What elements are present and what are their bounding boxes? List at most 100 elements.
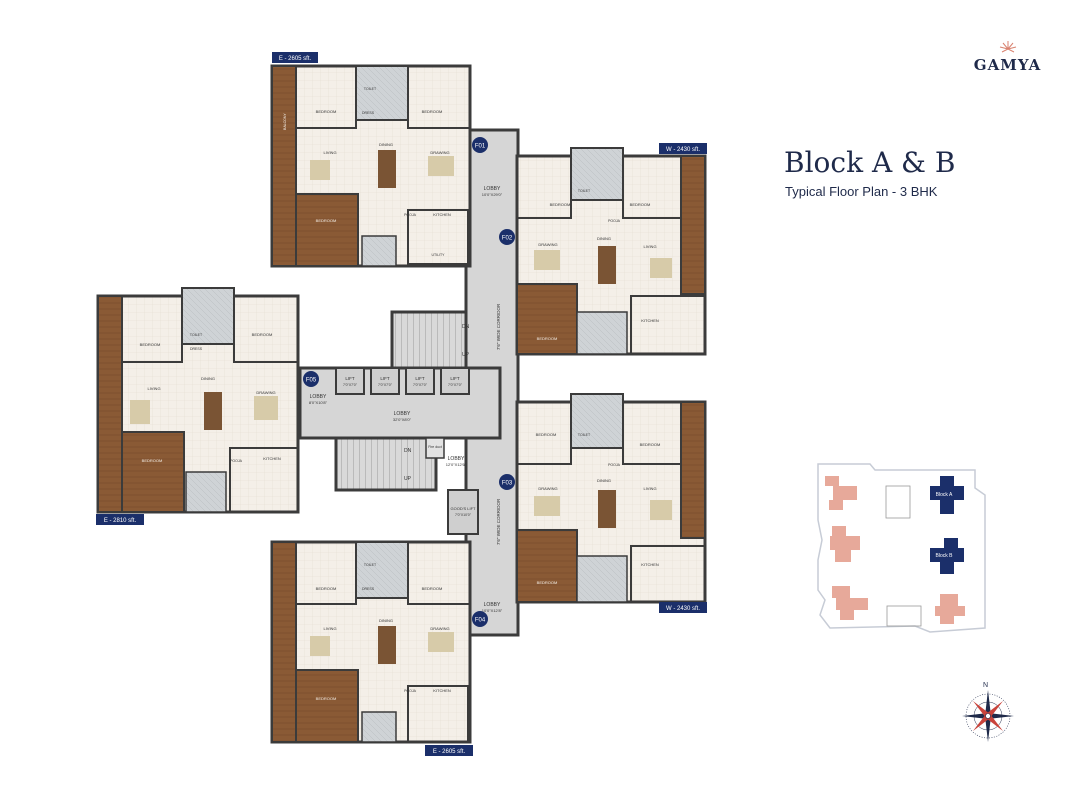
lift-label-3: LIFT — [415, 376, 425, 381]
corridor-upper-label: 7'6" WIDE CORRIDOR — [496, 303, 501, 350]
lift-4 — [440, 367, 470, 395]
key-plan-block-a-label: Block A — [936, 492, 953, 498]
f05-dining-label: DINING — [201, 376, 215, 381]
page-title: Block A & B — [784, 146, 956, 179]
marker-f03: F03 — [502, 481, 513, 487]
area-tag-f02: W - 2430 sft. — [666, 147, 700, 153]
lobby-top-label: LOBBY — [484, 186, 501, 192]
f03-bedroom2-label: BEDROOM — [640, 442, 661, 447]
lift-size-2: 7'0"X7'0" — [378, 383, 393, 387]
f03-kitchen-label: KITCHEN — [641, 562, 659, 567]
lobby-center-size: 32'0"X8'0" — [393, 417, 412, 422]
page-subtitle: Typical Floor Plan - 3 BHK — [785, 184, 938, 199]
goods-lift — [447, 489, 479, 535]
lobby-top-size: 10'0"X29'0" — [482, 192, 503, 197]
fire-duct — [425, 437, 445, 459]
flat-f01: BEDROOM BEDROOM TOILET DRESS LIVING DINI… — [270, 64, 472, 268]
f04-toilet-label: TOILET — [364, 563, 377, 567]
f01-balcony-label: BALCONY — [283, 113, 287, 130]
lift-size-4: 7'0"X7'0" — [448, 383, 463, 387]
f04-bedroom2-label: BEDROOM — [422, 586, 443, 591]
f02-master-bedroom-label: BEDROOM — [537, 336, 558, 341]
f04-drawing-label: DRAWING — [430, 626, 449, 631]
corridor-lower-label: 7'6" WIDE CORRIDOR — [496, 498, 501, 545]
sunburst-icon — [999, 41, 1016, 53]
f03-drawing-label: DRAWING — [538, 486, 557, 491]
area-tag-f05: E - 2810 sft. — [104, 518, 137, 524]
lift-label-4: LIFT — [450, 376, 460, 381]
lift-2 — [370, 367, 400, 395]
f02-living-label: LIVING — [643, 244, 656, 249]
f01-toilet-label: TOILET — [364, 87, 377, 91]
marker-f05: F05 — [306, 378, 317, 384]
flat-f05: BEDROOM BEDROOM TOILET DRESS DINING LIVI… — [96, 287, 300, 514]
f01-bedroom2-label: BEDROOM — [422, 109, 443, 114]
lobby-right-label: LOBBY — [448, 456, 465, 462]
f02-kitchen-label: KITCHEN — [641, 318, 659, 323]
area-tag-f01: E - 2605 sft. — [279, 56, 312, 62]
upper-staircase — [390, 310, 468, 370]
area-tag-f03: W - 2430 sft. — [666, 606, 700, 612]
key-plan-tower-b — [830, 526, 860, 562]
f01-living-label: LIVING — [323, 150, 336, 155]
brand-name: GAMYA — [973, 56, 1042, 74]
f04-living-label: LIVING — [323, 626, 336, 631]
f02-toilet-label: TOILET — [578, 189, 591, 193]
f05-master-bedroom-label: BEDROOM — [142, 458, 163, 463]
f05-pooja-label: POOJA — [230, 459, 243, 463]
f01-kitchen-label: KITCHEN — [433, 212, 451, 217]
central-core: LIFT 7'0"X7'0" LIFT 7'0"X7'0" LIFT 7'0"X… — [298, 128, 520, 637]
key-plan-block-a — [930, 476, 964, 514]
f02-drawing-label: DRAWING — [538, 242, 557, 247]
f02-dining-label: DINING — [597, 236, 611, 241]
flat-f02: BEDROOM BEDROOM TOILET DINING DRAWING LI… — [515, 147, 707, 356]
goods-lift-size: 7'0"X10'0" — [455, 513, 472, 517]
lobby-left-label: LOBBY — [310, 394, 327, 400]
compass-north-label: N — [983, 682, 989, 689]
f01-bedroom-label: BEDROOM — [316, 109, 337, 114]
stair-dn-lower: DN — [404, 448, 412, 454]
f05-kitchen-label: KITCHEN — [263, 456, 281, 461]
f03-master-bedroom-label: BEDROOM — [537, 580, 558, 585]
f01-dining-label: DINING — [379, 142, 393, 147]
f03-living-label: LIVING — [643, 486, 656, 491]
f04-dress-label: DRESS — [362, 587, 375, 591]
f01-drawing-label: DRAWING — [430, 150, 449, 155]
flat-f04: BEDROOM BEDROOM TOILET DRESS LIVING DINI… — [270, 540, 472, 744]
marker-f02: F02 — [502, 236, 513, 242]
lobby-right-size: 12'0"X12'6" — [446, 462, 467, 467]
flat-f03: BEDROOM BEDROOM TOILET DINING DRAWING LI… — [515, 393, 707, 604]
f05-dress-label: DRESS — [190, 347, 203, 351]
f05-bedroom2-label: BEDROOM — [252, 332, 273, 337]
f02-bedroom-label: BEDROOM — [550, 202, 571, 207]
lobby-bottom-label: LOBBY — [484, 602, 501, 608]
lift-label-2: LIFT — [380, 376, 390, 381]
goods-lift-label: GOOD'S LIFT — [451, 506, 477, 511]
key-plan-tower-c — [832, 586, 868, 620]
f05-drawing-label: DRAWING — [256, 390, 275, 395]
f04-kitchen-label: KITCHEN — [433, 688, 451, 693]
brand-logo: GAMYA — [960, 40, 1055, 74]
f01-utility-label: UTILITY — [431, 253, 445, 257]
f01-pooja-label: POOJA — [404, 213, 417, 217]
lobby-bottom-size: 10'0"X12'8" — [482, 608, 503, 613]
f05-bedroom-label: BEDROOM — [140, 342, 161, 347]
stair-up-upper: UP — [462, 352, 470, 358]
f05-toilet-label: TOILET — [190, 333, 203, 337]
lift-label-1: LIFT — [345, 376, 355, 381]
lift-1 — [335, 367, 365, 395]
f03-pooja-label: POOJA — [608, 463, 621, 467]
f04-pooja-label: POOJA — [404, 689, 417, 693]
lower-staircase — [334, 436, 438, 492]
f04-master-bedroom-label: BEDROOM — [316, 696, 337, 701]
stair-dn-upper: DN — [462, 324, 470, 330]
key-plan: Block A Block B — [817, 463, 986, 633]
stair-up-lower: UP — [404, 476, 412, 482]
f03-bedroom-label: BEDROOM — [536, 432, 557, 437]
key-plan-block-b-label: Block B — [936, 553, 954, 559]
lift-3 — [405, 367, 435, 395]
key-plan-block-b — [930, 538, 964, 574]
compass-rose-icon — [962, 690, 1014, 742]
f04-dining-label: DINING — [379, 618, 393, 623]
